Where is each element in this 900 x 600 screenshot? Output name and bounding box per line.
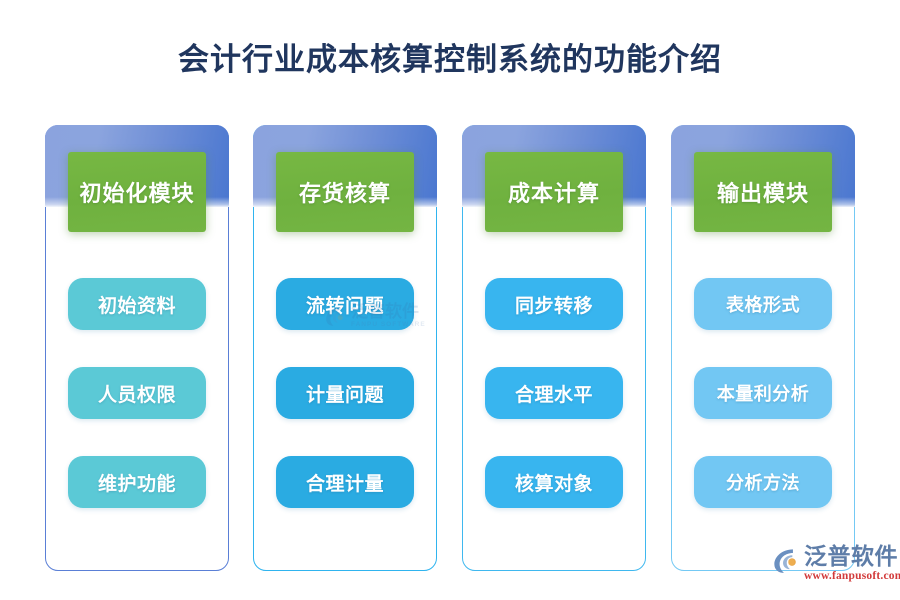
card-header-label[interactable]: 初始化模块 (68, 152, 206, 232)
module-item-label: 流转问题 (305, 295, 384, 317)
module-item-pill[interactable]: 同步转移 (485, 278, 623, 330)
module-item-label: 核算对象 (514, 473, 593, 495)
module-item-pill[interactable]: 合理水平 (485, 367, 623, 419)
module-item-label: 合理计量 (305, 473, 384, 495)
module-item-label: 维护功能 (97, 473, 176, 495)
brand-logo: 泛普软件 www.fanpusoft.com (770, 544, 900, 590)
module-columns: 初始化模块 初始资料 人员权限 维护功能 存货核算 流转问题 计量问题 (45, 125, 855, 571)
module-item-pill[interactable]: 核算对象 (485, 456, 623, 508)
card-header-label[interactable]: 输出模块 (694, 152, 832, 232)
card-header-label-text: 存货核算 (298, 181, 391, 206)
module-item-pill[interactable]: 计量问题 (276, 367, 414, 419)
card-header-label-text: 输出模块 (716, 181, 809, 206)
card-header-label[interactable]: 成本计算 (485, 152, 623, 232)
module-item-pill[interactable]: 维护功能 (68, 456, 206, 508)
fanpu-logo-icon (774, 549, 796, 573)
module-item-pill[interactable]: 表格形式 (694, 278, 832, 330)
card-header-label-text: 成本计算 (507, 181, 600, 206)
module-item-pill[interactable]: 初始资料 (68, 278, 206, 330)
card-header-label-text: 初始化模块 (79, 181, 195, 206)
module-column-output: 输出模块 表格形式 本量利分析 分析方法 (671, 125, 855, 571)
page-title: 会计行业成本核算控制系统的功能介绍 (178, 42, 722, 77)
module-item-label: 分析方法 (726, 473, 800, 493)
module-column-inventory-accounting: 存货核算 流转问题 计量问题 合理计量 (253, 125, 437, 571)
brand-url: www.fanpusoft.com (804, 570, 900, 582)
module-item-label: 合理水平 (514, 384, 593, 406)
module-item-label: 本量利分析 (716, 384, 810, 404)
module-item-pill[interactable]: 人员权限 (68, 367, 206, 419)
module-column-cost-calculation: 成本计算 同步转移 合理水平 核算对象 (462, 125, 646, 571)
module-item-pill[interactable]: 流转问题 (276, 278, 414, 330)
brand-name: 泛普软件 (804, 544, 898, 569)
module-item-pill[interactable]: 分析方法 (694, 456, 832, 508)
module-item-label: 计量问题 (305, 384, 384, 406)
module-item-pill[interactable]: 合理计量 (276, 456, 414, 508)
module-column-initialization: 初始化模块 初始资料 人员权限 维护功能 (45, 125, 229, 571)
card-header-label[interactable]: 存货核算 (276, 152, 414, 232)
module-item-label: 同步转移 (514, 295, 593, 317)
module-item-label: 表格形式 (726, 295, 800, 315)
module-item-label: 人员权限 (97, 384, 176, 406)
brand-logo-text: 泛普软件 www.fanpusoft.com (804, 544, 900, 583)
module-item-label: 初始资料 (97, 295, 176, 317)
module-item-pill[interactable]: 本量利分析 (694, 367, 832, 419)
